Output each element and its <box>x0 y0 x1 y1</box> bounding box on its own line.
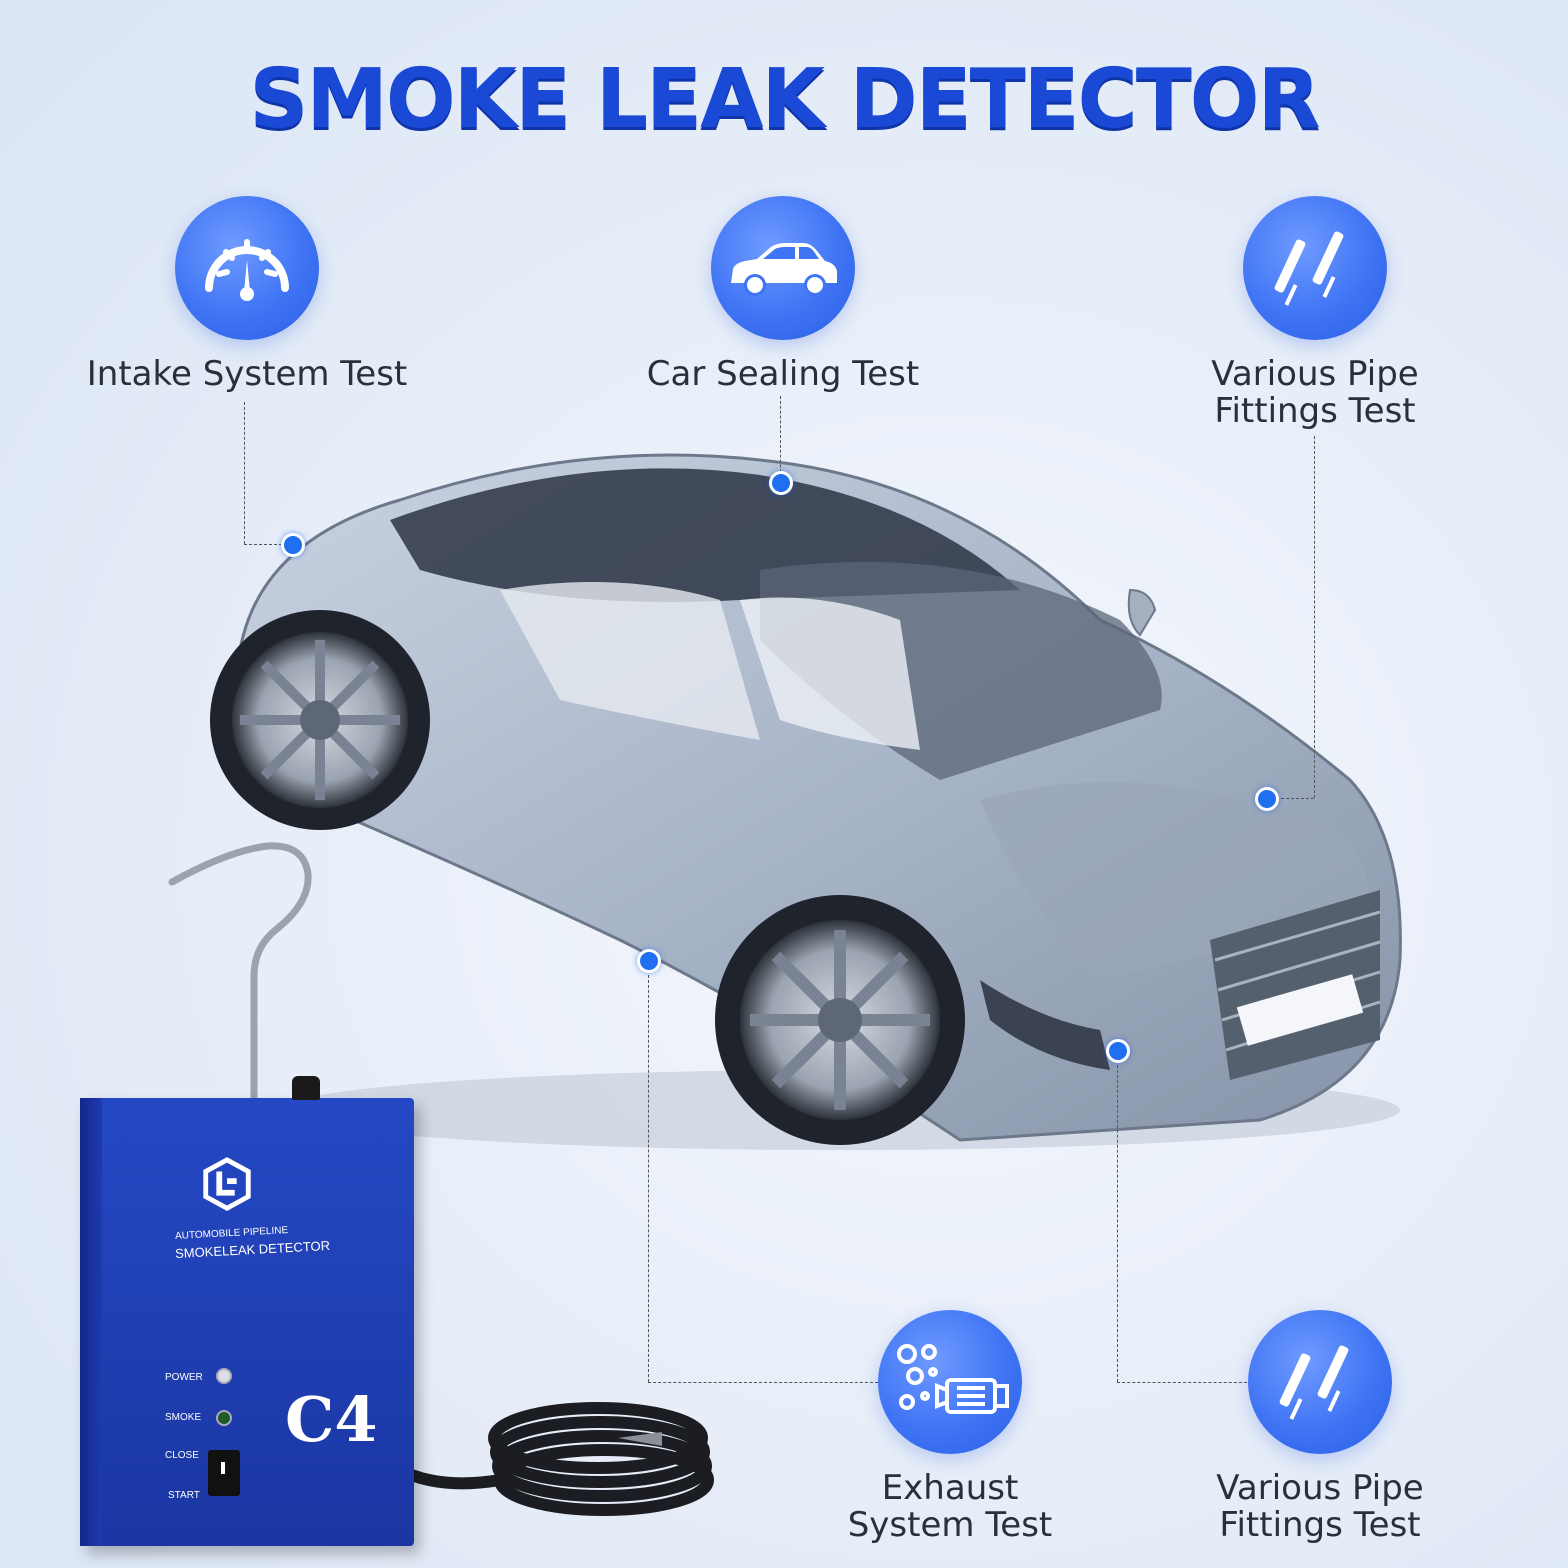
label-line: Fittings Test <box>1219 1505 1421 1545</box>
feature-label: Various Pipe Fittings Test <box>1140 356 1490 430</box>
feature-label: Intake System Test <box>86 354 408 394</box>
speedometer-icon <box>205 239 289 301</box>
label-line: Fittings Test <box>1214 391 1416 431</box>
feature-car-sealing: Car Sealing Test <box>608 196 958 393</box>
leader-line <box>1314 436 1315 798</box>
power-led <box>216 1368 232 1384</box>
hotspot-dot <box>281 533 305 557</box>
gas-strut-icon <box>1274 231 1344 306</box>
feature-pipe-fittings-bottom: Various Pipe Fittings Test <box>1160 1310 1480 1544</box>
feature-label: Various Pipe Fittings Test <box>1160 1470 1480 1544</box>
brand-logo <box>203 1157 251 1211</box>
leader-line <box>780 396 781 482</box>
device-label-power: POWER <box>165 1372 203 1383</box>
feature-label: Exhaust System Test <box>790 1470 1110 1544</box>
leader-line <box>1117 1050 1118 1382</box>
leader-line <box>648 960 649 1382</box>
leader-line <box>244 402 245 544</box>
device-text-line1: AUTOMOBILE PIPELINE <box>174 1225 289 1242</box>
page-title: SMOKE LEAK DETECTOR <box>249 52 1320 147</box>
device-label-smoke: SMOKE <box>165 1412 202 1423</box>
smoke-tube-hook <box>168 842 312 1112</box>
icon-badge <box>1243 196 1387 340</box>
feature-label: Car Sealing Test <box>646 354 920 394</box>
device-model: C4 <box>285 1383 378 1456</box>
device-text-line2: SMOKELEAK DETECTOR <box>174 1237 331 1262</box>
hotspot-dot <box>637 949 661 973</box>
icon-badge <box>1248 1310 1392 1454</box>
leader-line <box>648 1382 878 1383</box>
smoke-led <box>216 1410 232 1426</box>
leader-line <box>1117 1382 1247 1383</box>
leader-line <box>1266 798 1314 799</box>
hotspot-dot <box>1106 1039 1130 1063</box>
car-icon <box>731 243 837 296</box>
smoke-detector-device: AUTOMOBILE PIPELINE SMOKELEAK DETECTOR P… <box>80 1076 414 1546</box>
feature-intake-system: Intake System Test <box>72 196 422 393</box>
label-line: Various Pipe <box>1216 1468 1424 1508</box>
feature-exhaust-system: Exhaust System Test <box>790 1310 1110 1544</box>
gas-strut-icon <box>1279 1345 1349 1420</box>
label-line: Various Pipe <box>1211 354 1419 394</box>
device-knob[interactable] <box>292 1076 320 1100</box>
device-label-start: START <box>168 1490 200 1501</box>
icon-badge <box>711 196 855 340</box>
car-illustration <box>210 453 1402 1150</box>
leader-line <box>244 544 292 545</box>
hotspot-dot <box>769 471 793 495</box>
icon-badge <box>175 196 319 340</box>
device-label-close: CLOSE <box>165 1450 199 1461</box>
label-line: System Test <box>847 1505 1053 1545</box>
feature-pipe-fittings-top: Various Pipe Fittings Test <box>1140 196 1490 430</box>
label-line: Exhaust <box>881 1468 1019 1508</box>
exhaust-icon <box>897 1344 1009 1414</box>
hotspot-dot <box>1255 787 1279 811</box>
smoke-hose <box>397 1402 714 1516</box>
icon-badge <box>878 1310 1022 1454</box>
start-switch[interactable] <box>208 1450 240 1496</box>
